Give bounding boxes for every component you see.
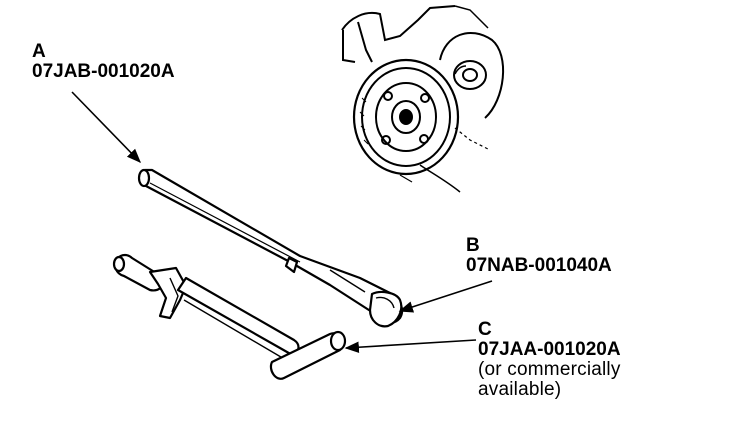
callout-leaders — [71, 91, 493, 353]
callout-a-letter: A — [32, 41, 46, 62]
callout-a: A 07JAB-001020A — [32, 42, 175, 82]
callout-b-letter: B — [466, 235, 480, 256]
callout-a-part-number: 07JAB-001020A — [32, 60, 175, 82]
callout-c-letter: C — [478, 319, 492, 340]
tool-a-handle — [137, 168, 404, 328]
leader-a — [71, 91, 142, 164]
callout-b: B 07NAB-001040A — [466, 236, 612, 276]
callout-c: C 07JAA-001020A (or commercially availab… — [478, 320, 621, 400]
engine-pulley-assembly — [341, 5, 505, 193]
callout-b-part-number: 07NAB-001040A — [466, 254, 612, 276]
callout-c-note-line1: (or commercially — [478, 358, 621, 380]
leader-c — [344, 339, 477, 353]
leader-b — [398, 280, 493, 313]
callout-c-part-number: 07JAA-001020A — [478, 338, 621, 360]
callout-c-note-line2: available) — [478, 378, 562, 400]
tool-c-holder — [112, 253, 347, 380]
